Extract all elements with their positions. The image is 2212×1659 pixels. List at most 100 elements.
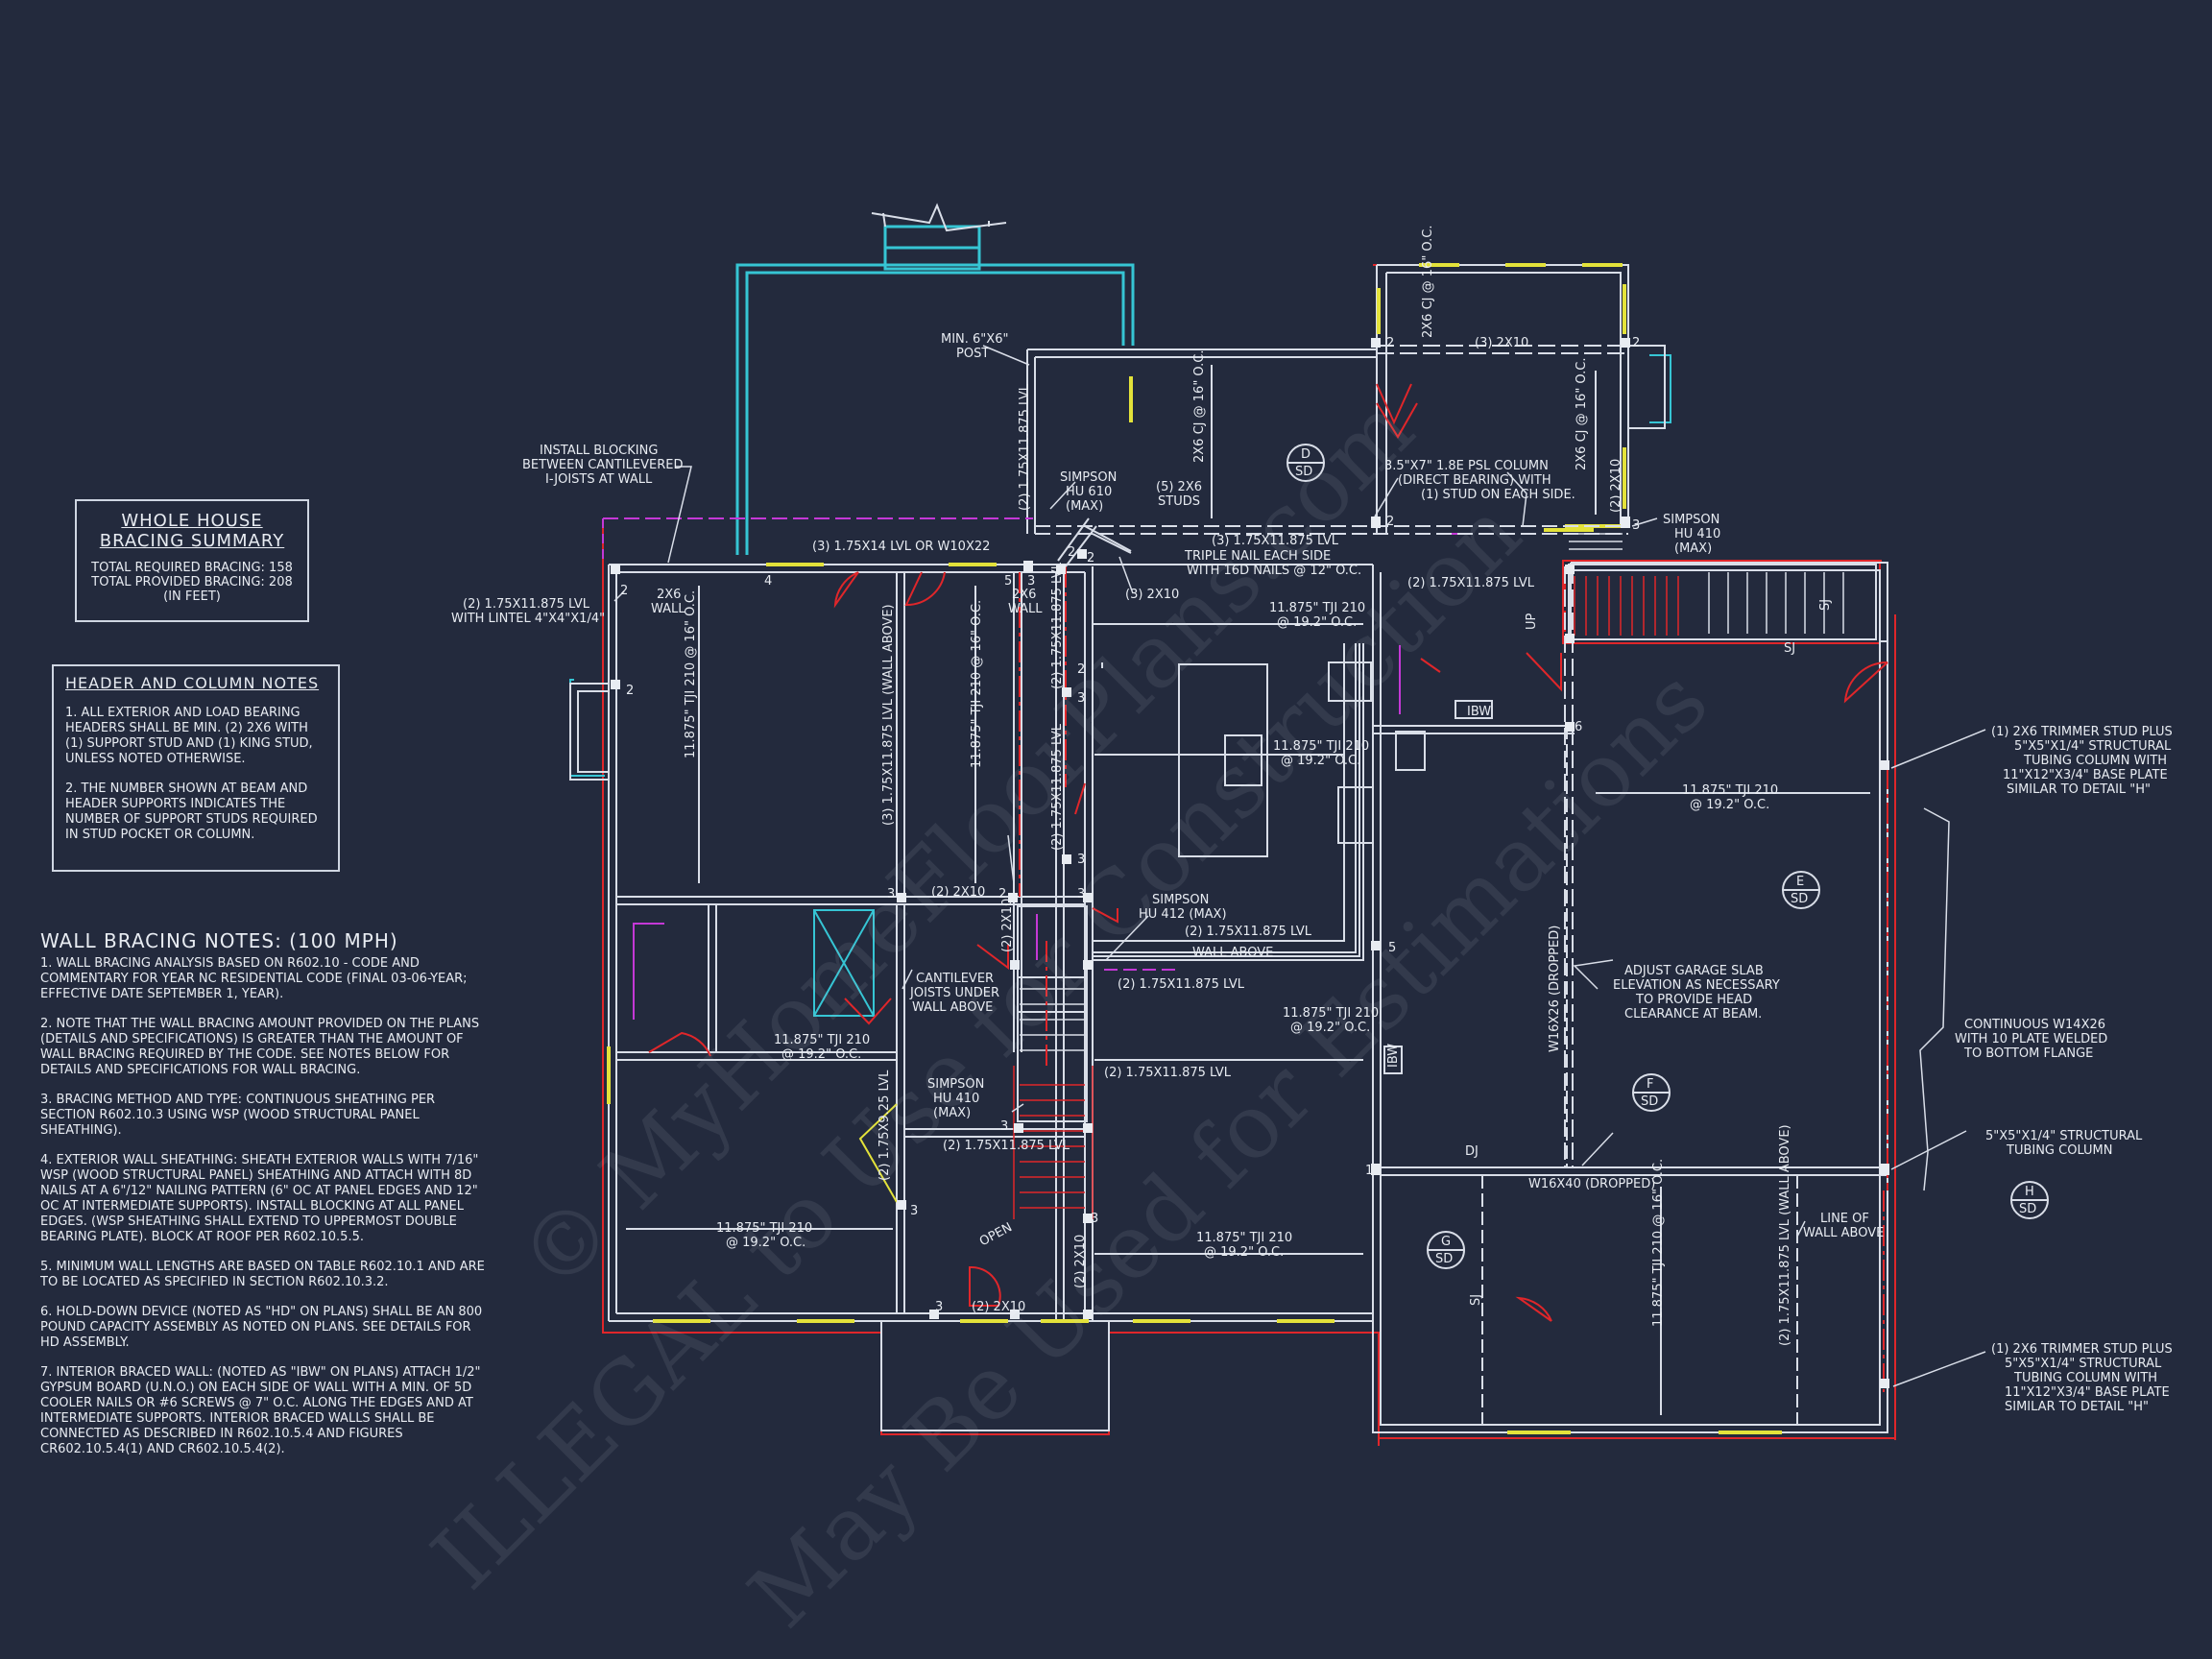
cj-c-2: @ 16" O.C. (1575, 357, 1589, 426)
span-arrows (626, 365, 1870, 1415)
label-2lvl-low: (2) 1.75x11.875 LVL (943, 1139, 1070, 1153)
lvl-garage-2: (WALL ABOVE) (1778, 1124, 1792, 1215)
label-sj-b: SJ (1818, 598, 1833, 611)
stud-count: 1 (1365, 1164, 1374, 1178)
porch-break-mark (871, 203, 1007, 232)
label-simpson410-c: (MAX) (1674, 541, 1713, 556)
label-trimmer-top-3: TUBING COLUMN WITH (2024, 754, 2168, 768)
wall-note-7: 7. INTERIOR BRACED WALL: (NOTED AS "IBW"… (40, 1365, 481, 1456)
section-d-sd: SD (1295, 465, 1313, 479)
tji-192-h-1: 11.875" TJI 210 (1651, 1230, 1666, 1327)
girders (1035, 345, 1628, 1167)
label-lvl-vert-c: (2) 1.75x11.875 LVL (1050, 563, 1065, 689)
section-g-sd: SD (1435, 1252, 1454, 1266)
label-lvl-vert-a: (3) 1.75x11.875 LVL (WALL ABOVE) (881, 604, 897, 826)
stud-count: 2 (1386, 515, 1395, 529)
cj-c-1: 2x6 CJ (1575, 429, 1589, 471)
lvl-garage-1: (2) 1.75x11.875 LVL (1778, 1219, 1792, 1346)
label-wall-a: WALL (651, 602, 685, 616)
label-line-of-2: WALL ABOVE (1803, 1226, 1885, 1240)
yellow-door-swing (858, 1103, 898, 1203)
label-lvl-vert-d: (2) 1.75x11.875 LVL (1050, 724, 1065, 851)
label-tube-2: TUBING COLUMN (2007, 1143, 2113, 1158)
wall-bracing-title: WALL BRACING NOTES: (100 MPH) (40, 929, 398, 952)
label-tji-192-f2: @ 19.2" O.C. (726, 1236, 806, 1250)
cj-a-2: @ 16" O.C. (1192, 349, 1207, 419)
section-h-sd: SD (2019, 1202, 2037, 1216)
header-notes-title: HEADER AND COLUMN NOTES (65, 674, 320, 692)
wall-note-6: 6. HOLD-DOWN DEVICE (NOTED AS "HD" ON PL… (40, 1305, 483, 1350)
tji-vert-b-2: @ 16" O.C. (970, 599, 984, 668)
door-swings (648, 383, 1888, 1322)
label-trimmer-top-5: SIMILAR TO DETAIL "H" (2007, 782, 2152, 797)
header-note-2: 2. THE NUMBER SHOWN AT BEAM AND HEADER S… (65, 781, 318, 842)
label-studs5-b: STUDS (1158, 494, 1200, 509)
label-trimmer-bot-4: 11"x12"x3/4" BASE PLATE (2005, 1385, 2170, 1400)
label-lvl-garage: (2) 1.75x11.875 LVL (WALL ABOVE) (1778, 1124, 1793, 1346)
label-line-of-1: LINE OF (1820, 1212, 1869, 1226)
wall-note-5: 5. MINIMUM WALL LENGTHS ARE BASED ON TAB… (40, 1260, 485, 1289)
cj-b-1: 2x6 CJ (1421, 297, 1435, 339)
section-h-letter: H (2025, 1185, 2034, 1199)
label-trimmer-bot-1: (1) 2x6 TRIMMER STUD PLUS (1991, 1342, 2173, 1357)
stud-count: 5 (1004, 574, 1013, 589)
label-tji-192-g1: 11.875" TJI 210 (1196, 1231, 1293, 1245)
label-adjust-2: ELEVATION AS NECESSARY (1613, 978, 1780, 993)
bracing-title-1: WHOLE HOUSE (121, 511, 263, 531)
label-2x10-side: (2) 2x10 (1609, 458, 1623, 513)
label-lintel-1: (2) 1.75x11.875 LVL (463, 597, 589, 612)
label-cj-b: 2x6 CJ @ 16" O.C. (1421, 226, 1436, 338)
label-cj-a: 2x6 CJ @ 16" O.C. (1192, 350, 1208, 463)
stair-treads (1020, 525, 1844, 1051)
label-dj: DJ (1465, 1144, 1479, 1159)
label-lvl-vert-b: (2) 1.75x11.875 LVL (1018, 384, 1032, 511)
label-tji-vert-a: 11.875" TJI 210 @ 16" O.C. (684, 590, 699, 758)
label-simpson412-b: HU 412 (MAX) (1139, 907, 1227, 922)
label-tji-vert-b: 11.875" TJI 210 @ 16" O.C. (970, 600, 985, 768)
label-2x10-mid: (2) 2x10 (931, 885, 986, 900)
stud-count: 3 (1077, 691, 1086, 706)
stud-count: 3 (1632, 518, 1641, 533)
label-simpson410b-b: HU 410 (933, 1092, 980, 1106)
bracing-provided: TOTAL PROVIDED BRACING: 208 (91, 575, 293, 589)
section-d-letter: D (1301, 447, 1311, 462)
label-2x10-right: (3) 2x10 (1475, 336, 1529, 350)
stud-count: 2 (1386, 336, 1395, 350)
label-triple-2: WITH 16d NAILS @ 12" O.C. (1187, 564, 1362, 578)
wall-note-2: 2. NOTE THAT THE WALL BRACING AMOUNT PRO… (40, 1017, 480, 1077)
label-tube-1: 5"x5"x1/4" STRUCTURAL (1985, 1129, 2143, 1143)
stud-count: 2 (1077, 662, 1086, 677)
label-w16x40: W16x40 (DROPPED) (1528, 1177, 1656, 1191)
label-3-2x10: (3) 2x10 (1125, 588, 1180, 602)
label-wall-b: WALL (1008, 602, 1043, 616)
header-notes-box: HEADER AND COLUMN NOTES 1. ALL EXTERIOR … (52, 664, 340, 872)
label-tji-192-d2: @ 19.2" O.C. (1290, 1021, 1371, 1035)
label-tji-192-f1: 11.875" TJI 210 (716, 1221, 813, 1236)
bracing-required: TOTAL REQUIRED BRACING: 158 (91, 561, 293, 575)
stud-count: 4 (764, 574, 773, 589)
label-w16x26: W16x26 (DROPPED) (1548, 925, 1562, 1052)
label-continuous-1: CONTINUOUS W14x26 (1964, 1018, 2106, 1032)
header-note-1: 1. ALL EXTERIOR AND LOAD BEARING HEADERS… (65, 706, 313, 766)
label-tji-192-g2: @ 19.2" O.C. (1204, 1245, 1285, 1260)
stud-count: 3 (935, 1300, 944, 1314)
label-sj-c: SJ (1469, 1293, 1483, 1306)
label-post: POST (956, 347, 990, 361)
cj-b-2: @ 16" O.C. (1421, 225, 1435, 294)
wall-note-4: 4. EXTERIOR WALL SHEATHING: SHEATH EXTER… (40, 1153, 479, 1244)
lvl-vert-a-2: (WALL ABOVE) (881, 604, 896, 695)
label-simpson412-a: SIMPSON (1152, 893, 1210, 907)
stud-count: 2 (998, 887, 1007, 902)
stud-count: 3 (1027, 574, 1036, 589)
stud-count: 3 (1077, 887, 1086, 902)
label-cant-3: WALL ABOVE (912, 1000, 994, 1015)
label-trimmer-bot-5: SIMILAR TO DETAIL "H" (2005, 1400, 2150, 1414)
label-2x10-vert-a: (2) 2x10 (1000, 898, 1015, 952)
wall-bracing-notes: WALL BRACING NOTES: (100 MPH) 1. WALL BR… (40, 929, 492, 1472)
windows (607, 263, 1782, 1434)
label-ibw-a: IBW (1467, 705, 1492, 719)
label-tji-192-e1: 11.875" TJI 210 (774, 1033, 871, 1047)
cj-a-1: 2x6 CJ (1192, 421, 1207, 464)
label-beam-3lvl: (3) 1.75x11.875 LVL (1212, 534, 1338, 548)
